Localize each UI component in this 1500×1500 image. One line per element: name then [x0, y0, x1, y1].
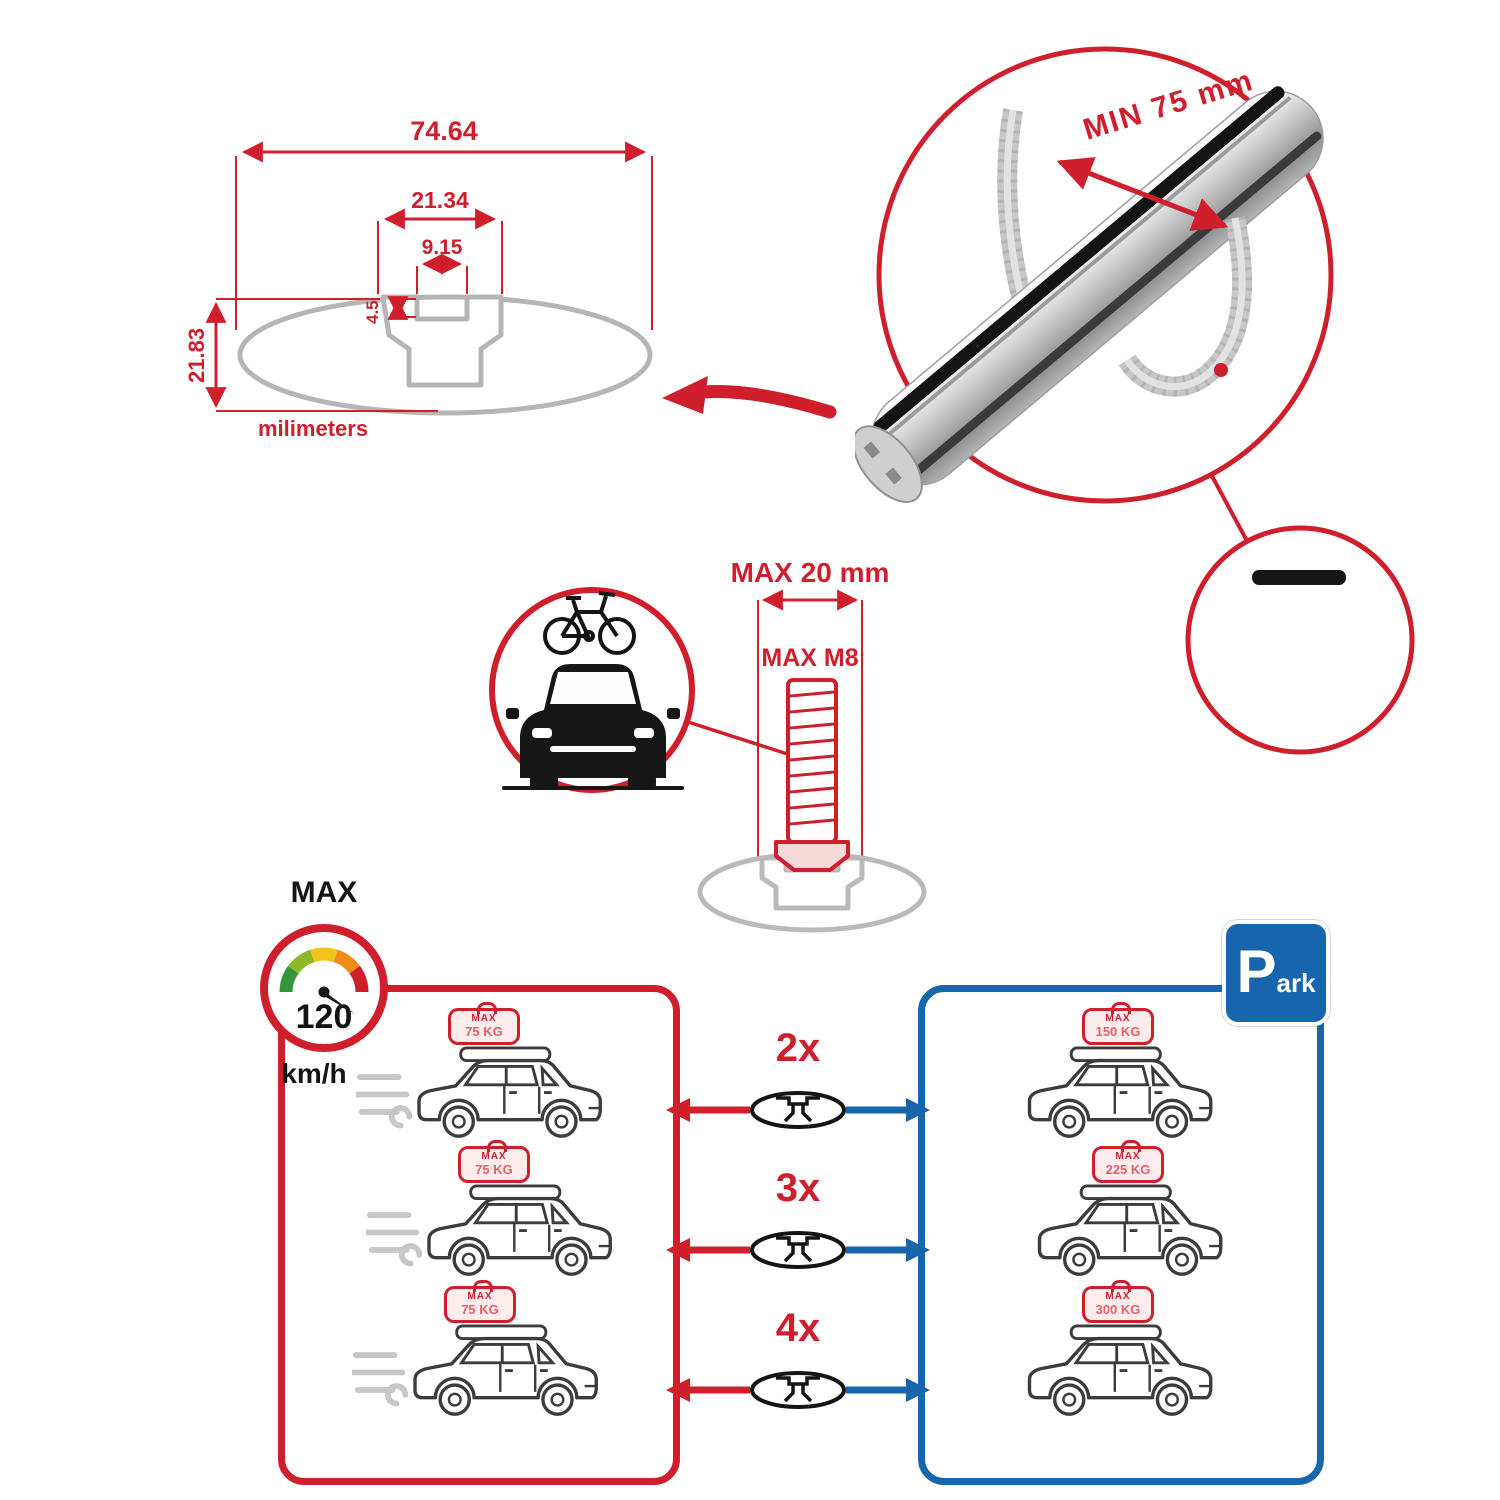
bar-ellipse-outline	[237, 294, 653, 416]
gauge-needle	[321, 989, 355, 1014]
suv-driving-icon	[366, 1184, 612, 1276]
gauge-units: km/h	[281, 1058, 347, 1089]
suv-parked-icon	[1027, 1324, 1213, 1416]
bar-count-4x: 4x	[775, 1306, 821, 1350]
car-front-icon	[502, 664, 684, 790]
park-sign-p: P	[1236, 938, 1277, 1005]
magnifier-circle	[876, 46, 1334, 504]
gauge-max-label: MAX	[290, 876, 358, 909]
bar-count-3x: 3x	[775, 1166, 821, 1210]
driving-car-row: MAX 75 KG	[352, 1002, 612, 1146]
roof-load-sign: MAX 75 KG	[458, 1140, 530, 1184]
roof-load-sign: MAX 150 KG	[1082, 1002, 1154, 1046]
pointer-arrow	[662, 376, 837, 419]
crossbar-render-detail: MIN 75 mm	[855, 46, 1415, 755]
crossbar-quantity-row	[666, 1091, 930, 1129]
bicycle-icon	[543, 591, 636, 655]
strap-marker-dot	[1214, 363, 1228, 377]
dim-total-width: 74.64	[410, 116, 478, 146]
suv-parked-icon	[1027, 1046, 1213, 1138]
parked-car-row: MAX 300 KG	[978, 1280, 1238, 1424]
slot-profile-ghost	[697, 851, 927, 933]
suv-driving-icon	[356, 1046, 602, 1138]
left-arrow-icon	[666, 1378, 690, 1402]
dim-height: 21.83	[184, 328, 209, 383]
speed-gauge	[260, 924, 388, 1052]
rubber-channel-strip	[873, 86, 1285, 434]
suv-parked-icon	[1037, 1184, 1223, 1276]
bolt-detail-drawing: MAX 20 mm MAX M8	[489, 557, 927, 933]
units-label: milimeters	[258, 416, 368, 441]
roof-load-sign: MAX 75 KG	[448, 1002, 520, 1046]
dim-slot-width: 9.15	[422, 236, 463, 259]
bar-count-2x: 2x	[775, 1026, 821, 1070]
dim-slot-depth: 4.5	[363, 300, 382, 324]
max-width-label: MAX 20 mm	[731, 557, 890, 588]
t-bolt	[774, 678, 850, 872]
crossbar-quantity-row	[666, 1231, 930, 1269]
suv-driving-icon	[352, 1324, 598, 1416]
roof-box	[1252, 570, 1346, 585]
left-arrow-icon	[666, 1098, 690, 1122]
driving-car-row: MAX 75 KG	[348, 1280, 608, 1424]
left-arrow-icon	[666, 1238, 690, 1262]
park-sign-ark: ark	[1276, 968, 1316, 998]
right-arrow-icon	[906, 1098, 930, 1122]
crossbar-quantity-row	[666, 1371, 930, 1409]
right-arrow-icon	[906, 1238, 930, 1262]
suv-with-roof-box	[1252, 570, 1346, 585]
parked-car-row: MAX 225 KG	[988, 1140, 1248, 1284]
parked-car-row: MAX 150 KG	[978, 1002, 1238, 1146]
dim-channel-width: 21.34	[411, 187, 469, 213]
roof-load-sign: MAX 225 KG	[1092, 1140, 1164, 1184]
roof-load-sign: MAX 75 KG	[444, 1280, 516, 1324]
cross-section-dimension-drawing: 74.64 21.34 9.15 4.5 21.83 milimeters	[184, 116, 837, 441]
driving-car-row: MAX 75 KG	[362, 1140, 622, 1284]
max-thread-label: MAX M8	[761, 644, 858, 672]
gauge-value: 120	[295, 998, 353, 1036]
mount-strap-right	[1118, 216, 1253, 397]
t-slot-profile	[380, 294, 504, 388]
right-arrow-icon	[906, 1378, 930, 1402]
min-span-arrow	[1056, 157, 1229, 231]
vehicle-circle	[1185, 525, 1415, 755]
roof-load-sign: MAX 300 KG	[1082, 1280, 1154, 1324]
